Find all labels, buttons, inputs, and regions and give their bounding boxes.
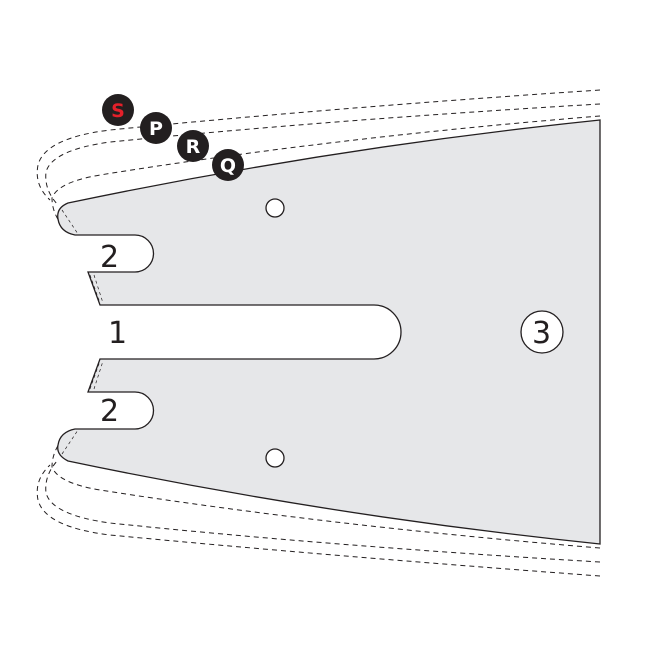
label-notch-lower: 2 [100, 394, 119, 429]
oil-hole-top [265, 198, 285, 218]
outline-p-top [45, 103, 601, 206]
svg-text:R: R [186, 136, 201, 158]
svg-text:P: P [149, 118, 163, 140]
label-slot-main: 1 [108, 316, 127, 351]
badge-s: S [102, 94, 134, 126]
badge-q: Q [212, 149, 244, 181]
label-hole-3: 3 [532, 316, 551, 351]
oil-hole-bottom [265, 448, 285, 468]
badge-r: R [177, 130, 209, 162]
outline-p-bottom [45, 459, 601, 563]
guide-bar-body [57, 119, 601, 545]
outline-r-top [51, 115, 601, 231]
hole-3 [520, 310, 564, 354]
outline-r-bottom [51, 434, 601, 549]
svg-text:Q: Q [220, 155, 236, 177]
edge-hatching [61, 209, 104, 455]
badge-p: P [140, 112, 172, 144]
outline-s-bottom [36, 464, 601, 577]
svg-text:S: S [111, 100, 125, 122]
outline-s-top [36, 89, 601, 201]
label-notch-upper: 2 [100, 240, 119, 275]
alternate-outlines [36, 89, 601, 577]
